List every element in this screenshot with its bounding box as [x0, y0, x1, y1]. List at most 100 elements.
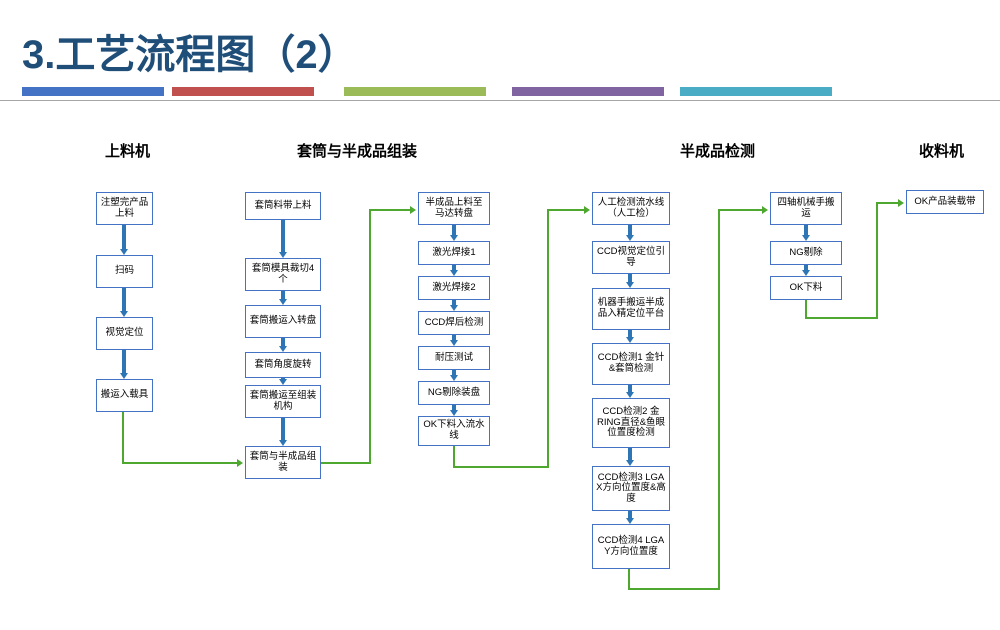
- link-carrier-to-assembly-h: [122, 462, 237, 464]
- connector-c3-6: [452, 405, 456, 410]
- node-laser-weld-1[interactable]: 激光焊接1: [418, 241, 490, 265]
- arrow-c2-1: [278, 252, 287, 258]
- node-ng-reject-tray[interactable]: NG剔除装盘: [418, 381, 490, 405]
- node-ccd-vision-guide[interactable]: CCD视觉定位引导: [592, 241, 670, 274]
- arrow-c2-4: [278, 379, 287, 385]
- arrow-c3-5: [449, 375, 458, 381]
- accent-bar-green: [344, 87, 486, 96]
- link-ccd4-to-robot-h1: [628, 588, 720, 590]
- node-sleeve-strip-feed[interactable]: 套筒料带上料: [245, 192, 321, 220]
- link-okunload-to-belt-h1: [805, 317, 878, 319]
- arrow-c4-5: [625, 460, 634, 466]
- node-sleeve-with-semifinished[interactable]: 套筒与半成品组装: [245, 446, 321, 479]
- accent-bar-purple: [512, 87, 664, 96]
- connector-c1-2: [122, 288, 126, 311]
- arrow-link-ccd4-to-robot: [762, 205, 768, 214]
- link-okline-to-manual-h2: [547, 209, 584, 211]
- arrow-c3-3: [449, 305, 458, 311]
- arrow-c4-2: [625, 282, 634, 288]
- connector-c2-5: [281, 418, 285, 440]
- header-loading-machine: 上料机: [105, 143, 151, 160]
- arrow-c3-4: [449, 340, 458, 346]
- node-semifinished-to-motor-turntable[interactable]: 半成品上料至马达转盘: [418, 192, 490, 225]
- node-ccd-check-1[interactable]: CCD检测1 金针&套筒检测: [592, 343, 670, 385]
- link-okunload-to-belt-h2: [876, 202, 898, 204]
- node-move-into-carrier[interactable]: 搬运入载具: [96, 379, 153, 412]
- node-ccd-check-3[interactable]: CCD检测3 LGA X方向位置度&高度: [592, 466, 670, 511]
- node-pressure-test[interactable]: 耐压测试: [418, 346, 490, 370]
- link-okline-to-manual-v1: [453, 446, 455, 468]
- link-okline-to-manual-h1: [453, 466, 549, 468]
- node-laser-weld-2[interactable]: 激光焊接2: [418, 276, 490, 300]
- link-carrier-to-assembly-v: [122, 412, 124, 463]
- connector-c2-2: [281, 291, 285, 299]
- connector-c1-1: [122, 225, 126, 249]
- connector-c3-1: [452, 225, 456, 235]
- node-ok-unload[interactable]: OK下料: [770, 276, 842, 300]
- node-ng-reject[interactable]: NG剔除: [770, 241, 842, 265]
- node-ok-to-line[interactable]: OK下料入流水线: [418, 416, 490, 446]
- arrow-link-carrier-to-assembly: [237, 458, 243, 467]
- accent-bar-red: [172, 87, 314, 96]
- arrow-link-assembly-to-motor: [410, 205, 416, 214]
- node-injection-loading[interactable]: 注塑完产品上料: [96, 192, 153, 225]
- node-sleeve-to-turntable[interactable]: 套筒搬运入转盘: [245, 305, 321, 338]
- accent-bar-blue: [22, 87, 164, 96]
- arrow-c3-6: [449, 410, 458, 416]
- node-ccd-check-2[interactable]: CCD检测2 金RING直径&鱼眼位置度检测: [592, 398, 670, 448]
- link-assembly-to-motor-h2: [369, 209, 410, 211]
- link-ccd4-to-robot-v1: [628, 569, 630, 590]
- connector-c4-4: [628, 385, 632, 392]
- arrow-c4-4: [625, 392, 634, 398]
- connector-c1-3: [122, 350, 126, 373]
- connector-c3-2: [452, 265, 456, 270]
- arrow-c2-5: [278, 440, 287, 446]
- link-okunload-to-belt-v2: [876, 202, 878, 319]
- connector-c3-3: [452, 300, 456, 305]
- node-vision-position[interactable]: 视觉定位: [96, 317, 153, 350]
- arrow-c3-2: [449, 270, 458, 276]
- title-rule: [0, 100, 1000, 101]
- arrow-c4-1: [625, 235, 634, 241]
- link-assembly-to-motor-h1: [321, 462, 370, 464]
- arrow-c5-1: [801, 235, 810, 241]
- node-sleeve-angle-rotate[interactable]: 套筒角度旋转: [245, 352, 321, 378]
- header-semifinished-test: 半成品检测: [680, 143, 756, 160]
- connector-c3-5: [452, 370, 456, 375]
- arrow-c4-6: [625, 518, 634, 524]
- connector-c5-1: [804, 225, 808, 235]
- header-collecting-machine: 收料机: [919, 143, 965, 160]
- connector-c4-2: [628, 274, 632, 282]
- node-ok-product-belt[interactable]: OK产品装载带: [906, 190, 984, 214]
- arrow-c5-2: [801, 270, 810, 276]
- connector-c3-4: [452, 335, 456, 340]
- page-title: 3.工艺流程图（2）: [22, 33, 358, 77]
- connector-c4-5: [628, 448, 632, 460]
- node-sleeve-mold-cut[interactable]: 套筒模具裁切4个: [245, 258, 321, 291]
- connector-c4-6: [628, 511, 632, 518]
- node-robot-to-platform[interactable]: 机器手搬运半成品入精定位平台: [592, 288, 670, 330]
- connector-c5-2: [804, 265, 808, 270]
- link-assembly-to-motor-v: [369, 209, 371, 464]
- header-sleeve-assembly: 套筒与半成品组装: [297, 143, 418, 160]
- arrow-c2-2: [278, 299, 287, 305]
- connector-c4-3: [628, 330, 632, 337]
- node-ccd-post-weld[interactable]: CCD焊后检测: [418, 311, 490, 335]
- arrow-link-okline-to-manual: [584, 205, 590, 214]
- link-okline-to-manual-v2: [547, 209, 549, 468]
- node-sleeve-to-assembly[interactable]: 套筒搬运至组装机构: [245, 385, 321, 418]
- arrow-c3-1: [449, 235, 458, 241]
- link-ccd4-to-robot-v2: [718, 209, 720, 590]
- node-manual-inspect-line[interactable]: 人工检测流水线（人工检）: [592, 192, 670, 225]
- arrow-link-okunload-to-belt: [898, 198, 904, 207]
- link-okunload-to-belt-v1: [805, 300, 807, 319]
- connector-c2-1: [281, 220, 285, 252]
- node-four-axis-robot[interactable]: 四轴机械手搬运: [770, 192, 842, 225]
- node-ccd-check-4[interactable]: CCD检测4 LGA Y方向位置度: [592, 524, 670, 569]
- arrow-c4-3: [625, 337, 634, 343]
- connector-c2-3: [281, 338, 285, 346]
- node-scan-code[interactable]: 扫码: [96, 255, 153, 288]
- arrow-c1-2: [119, 311, 128, 317]
- connector-c4-1: [628, 225, 632, 235]
